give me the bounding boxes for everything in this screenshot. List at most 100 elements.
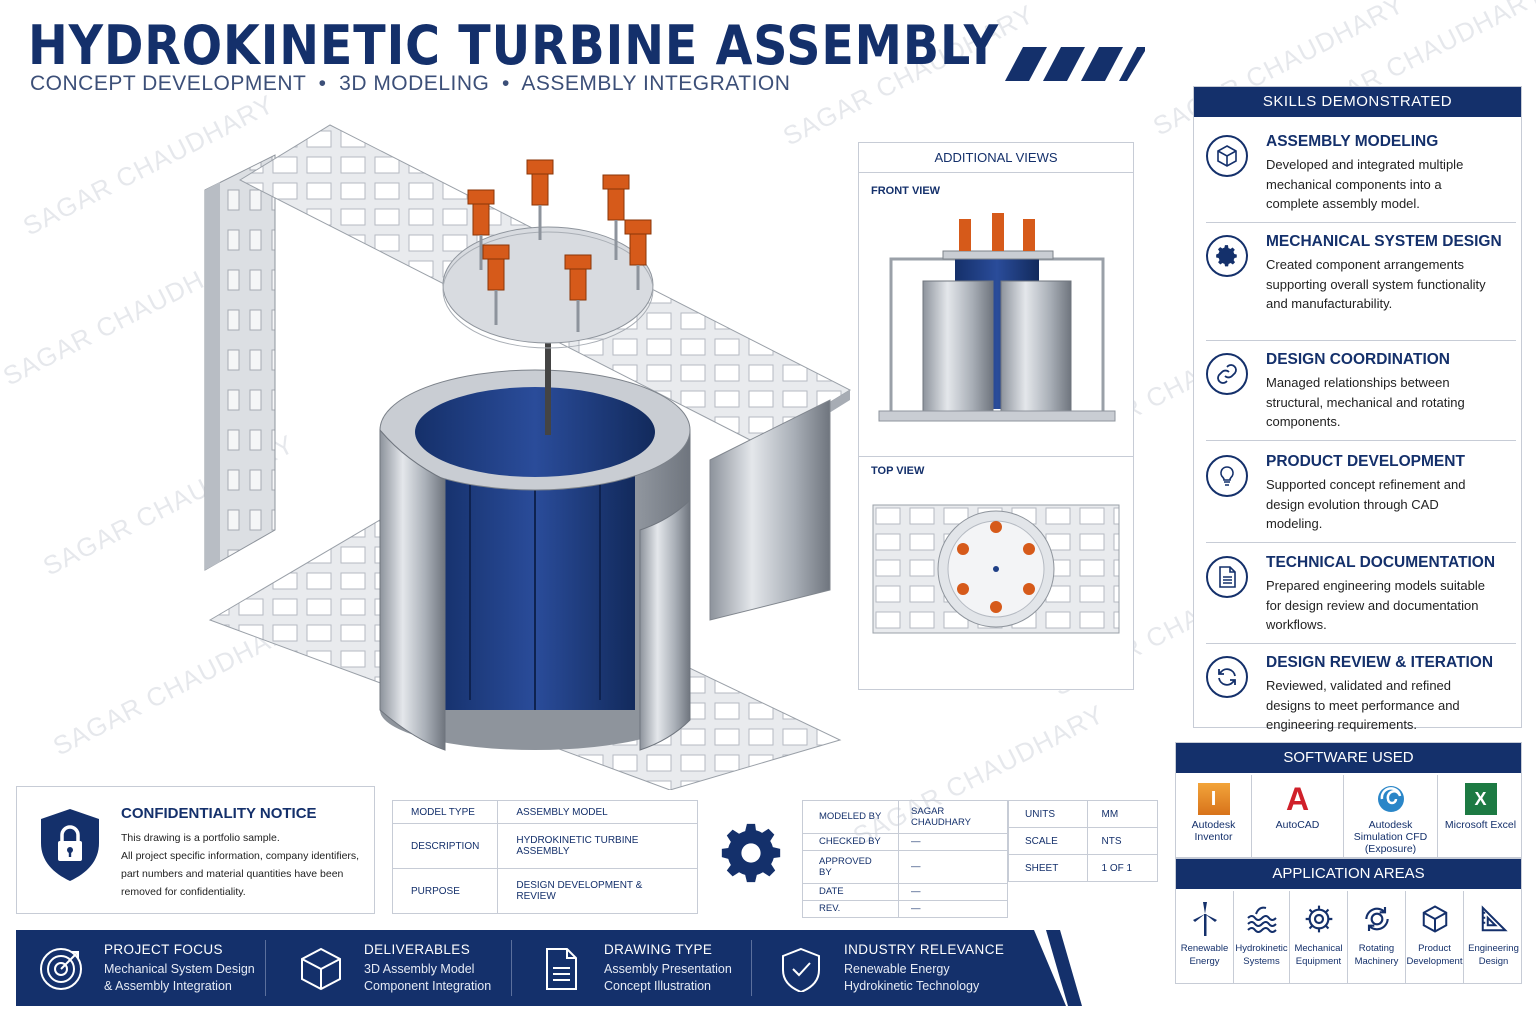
confidentiality-line: This drawing is a portfolio sample. [121,832,280,844]
tb-label: DESCRIPTION [391,823,499,870]
gear-icon [721,823,781,883]
inventor-logo-icon: I [1197,783,1230,815]
footer-title: DELIVERABLES [364,942,471,957]
turbine-isometric-render [204,124,852,790]
confidentiality-notice: CONFIDENTIALITY NOTICE This drawing is a… [16,786,375,914]
confidentiality-title: CONFIDENTIALITY NOTICE [121,805,317,822]
tb-label: PURPOSE [391,868,499,914]
software-name: Autodesk Inventor [1191,819,1236,843]
applications-panel: APPLICATION AREAS Renewable Energy Hydro… [1175,858,1522,984]
application-name: Hydrokinetic Systems [1235,943,1288,967]
confidentiality-text: This drawing is a portfolio sample. All … [121,829,366,901]
skill-item: ASSEMBLY MODELING Developed and integrat… [1206,133,1516,223]
application-name: Rotating Machinery [1354,943,1399,967]
tb-label: UNITS [1008,800,1088,828]
lightbulb-icon [1206,455,1248,497]
cfd-logo-icon [1375,783,1407,815]
software-header: SOFTWARE USED [1176,743,1521,773]
application-item: Rotating Machinery [1348,891,1406,983]
rotation-icon [1359,901,1395,937]
skill-desc: Created component arrangements supportin… [1266,257,1486,311]
skill-title: MECHANICAL SYSTEM DESIGN [1266,233,1502,250]
tb-label: APPROVED BY [801,849,900,884]
tb-value: SAGAR CHAUDHARY [898,800,1008,834]
footer-line: 3D Assembly Model [364,962,475,976]
software-name: AutoCAD [1275,819,1320,831]
footer-line: Concept Illustration [604,979,712,993]
footer-item: PROJECT FOCUS Mechanical System Design& … [16,930,266,1006]
tb-label: MODEL TYPE [391,799,499,825]
decorative-stripes-icon [1005,47,1145,81]
tb-label: MODELED BY [801,800,900,834]
application-name: Renewable Energy [1180,943,1229,967]
triangle-ruler-icon [1476,901,1512,937]
tb-label: SCALE [1008,827,1088,855]
applications-header: APPLICATION AREAS [1176,859,1521,889]
page-title: HYDROKINETIC TURBINE ASSEMBLY [28,14,1000,77]
software-item: Autodesk Simulation CFD (Exposure) [1344,775,1438,857]
autocad-logo-icon: A [1285,781,1310,817]
application-name: Mechanical Equipment [1294,943,1343,967]
front-view-label: FRONT VIEW [871,185,941,197]
footer-separator [751,940,752,996]
skills-panel: SKILLS DEMONSTRATED ASSEMBLY MODELING De… [1193,86,1522,732]
tb-value: — [898,882,1008,901]
footer-band: PROJECT FOCUS Mechanical System Design& … [16,930,1082,1006]
tb-value: MM [1086,800,1158,828]
document-icon [546,948,577,990]
top-view-label: TOP VIEW [871,465,925,477]
application-item: Engineering Design [1464,891,1523,983]
waves-icon [1244,901,1280,937]
footer-title: PROJECT FOCUS [104,942,223,957]
application-name: Engineering Design [1468,943,1519,967]
confidentiality-line: All project specific information, compan… [121,850,360,898]
top-view-drawing [872,504,1120,634]
application-item: Hydrokinetic Systems [1234,891,1290,983]
tb-value: — [898,849,1008,884]
tb-label: REV. [801,899,900,919]
target-icon [40,948,82,990]
footer-line: & Assembly Integration [104,979,232,993]
skill-item: DESIGN COORDINATION Managed relationship… [1206,351,1516,441]
additional-views-panel: ADDITIONAL VIEWS FRONT VIEW TOP VIEW [858,142,1134,690]
footer-title: INDUSTRY RELEVANCE [844,942,1005,957]
tb-value: 1 OF 1 [1086,854,1158,882]
tb-value: — [898,899,1008,919]
application-item: Product Development [1406,891,1464,983]
software-panel: SOFTWARE USED I Autodesk Inventor A Auto… [1175,742,1522,858]
software-item: X Microsoft Excel [1438,775,1523,857]
skills-header: SKILLS DEMONSTRATED [1194,87,1521,117]
refresh-icon [1206,656,1248,698]
skill-title: ASSEMBLY MODELING [1266,133,1439,150]
wind-turbine-icon [1187,901,1223,937]
skill-item: PRODUCT DEVELOPMENT Supported concept re… [1206,453,1516,543]
footer-line: Hydrokinetic Technology [844,979,980,993]
footer-title: DRAWING TYPE [604,942,713,957]
skill-item: DESIGN REVIEW & ITERATION Reviewed, vali… [1206,654,1516,732]
skill-desc: Prepared engineering models suitable for… [1266,578,1485,632]
skill-title: PRODUCT DEVELOPMENT [1266,453,1465,470]
excel-logo-icon: X [1464,783,1497,815]
tb-value: DESIGN DEVELOPMENT & REVIEW [497,868,698,914]
software-item: I Autodesk Inventor [1176,775,1252,857]
front-view-drawing [878,213,1116,422]
tb-value: HYDROKINETIC TURBINE ASSEMBLY [497,823,698,870]
box-icon [1417,901,1453,937]
shield-check-icon [782,947,820,992]
page-subtitle: CONCEPT DEVELOPMENT • 3D MODELING • ASSE… [30,72,791,95]
application-item: Renewable Energy [1176,891,1234,983]
gear-icon [1301,901,1337,937]
footer-separator [265,940,266,996]
skill-title: DESIGN COORDINATION [1266,351,1450,368]
application-name: Product Development [1406,943,1463,967]
footer-line: Renewable Energy [844,962,950,976]
software-name: Microsoft Excel [1444,819,1517,831]
tb-label: DATE [801,882,900,901]
